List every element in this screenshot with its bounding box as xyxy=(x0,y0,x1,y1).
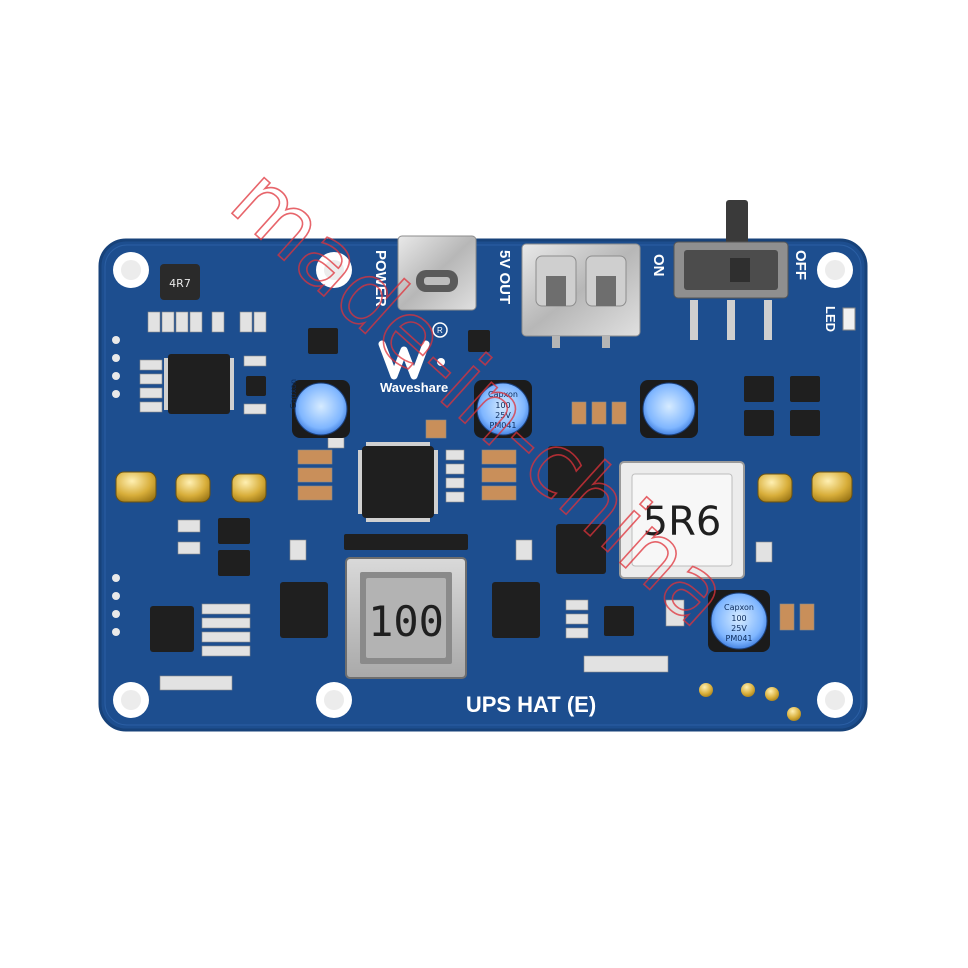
svg-text:100: 100 xyxy=(495,401,510,410)
ic-pins xyxy=(164,358,438,522)
smd-components xyxy=(139,311,815,691)
mounting-holes xyxy=(113,252,853,718)
label-5v-out: 5V OUT xyxy=(496,250,513,304)
ic-chips xyxy=(150,328,820,652)
label-power: POWER xyxy=(372,250,389,307)
inductor-100: 100 xyxy=(345,557,467,679)
inductor-5r6: 5R6 xyxy=(619,461,745,579)
usb-a-connector xyxy=(521,243,641,348)
svg-text:25V: 25V xyxy=(731,624,747,633)
waveshare-logo: R Waveshare xyxy=(378,322,448,395)
svg-text:100: 100 xyxy=(731,614,746,623)
crystals xyxy=(115,471,853,503)
svg-text:PM041: PM041 xyxy=(726,634,753,643)
edge-pads xyxy=(112,336,120,636)
electrolytic-capacitors: Capxon Capxon 100 25V PM041 Capxon 100 2… xyxy=(289,379,770,652)
led xyxy=(842,307,856,331)
label-off: OFF xyxy=(792,250,809,280)
svg-text:Waveshare: Waveshare xyxy=(380,380,448,395)
usb-c-connector xyxy=(397,235,477,311)
inductor-4r7: 4R7 xyxy=(160,264,200,300)
svg-text:4R7: 4R7 xyxy=(169,277,191,290)
svg-text:5R6: 5R6 xyxy=(643,499,722,545)
svg-text:100: 100 xyxy=(368,597,444,646)
slide-switch xyxy=(673,200,789,340)
svg-text:PM041: PM041 xyxy=(490,421,517,430)
pogo-pins xyxy=(699,683,801,721)
label-on: ON xyxy=(650,254,667,277)
svg-text:Capxon: Capxon xyxy=(289,379,298,409)
board-title: UPS HAT (E) xyxy=(466,692,596,717)
svg-text:Capxon: Capxon xyxy=(724,603,754,612)
svg-text:Capxon: Capxon xyxy=(488,390,518,399)
svg-text:25V: 25V xyxy=(495,411,511,420)
label-led: LED xyxy=(823,306,838,332)
svg-text:R: R xyxy=(437,326,443,335)
